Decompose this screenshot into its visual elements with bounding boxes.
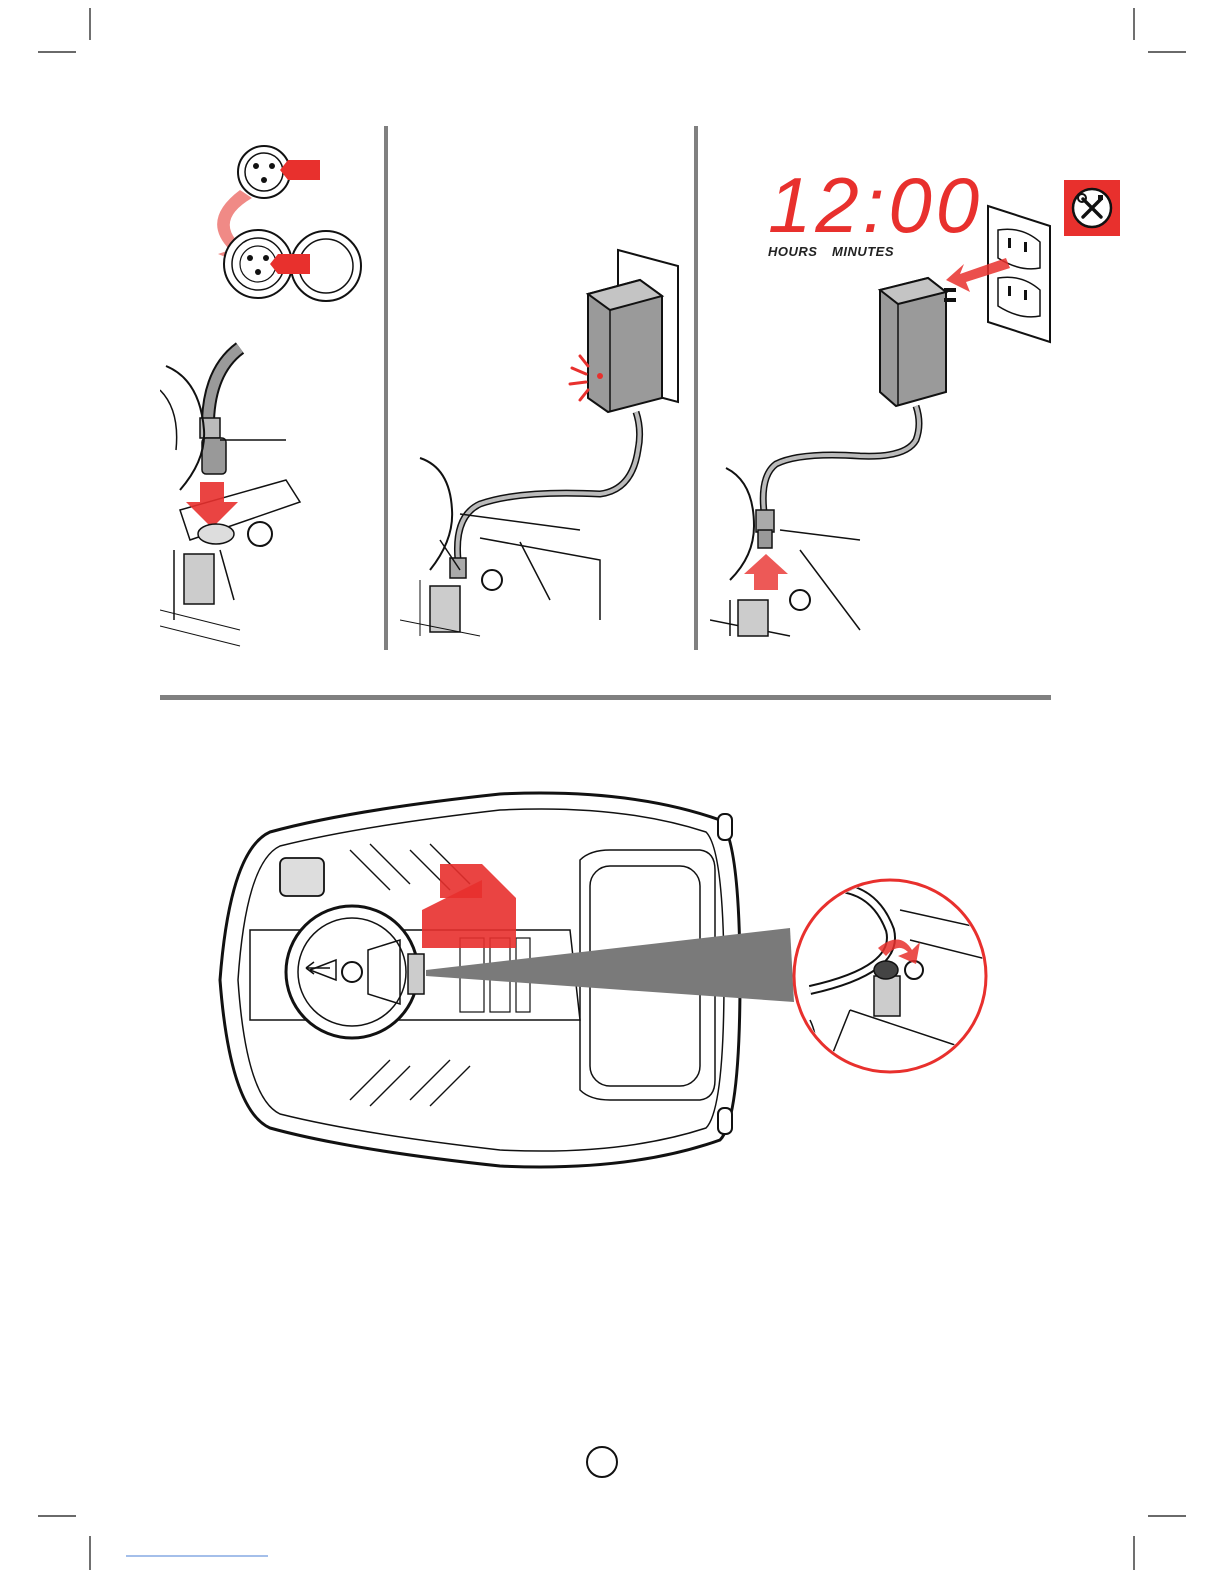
wall-outlet-icon bbox=[988, 206, 1050, 342]
panel-divider-2 bbox=[694, 126, 698, 650]
panel-divider-1 bbox=[384, 126, 388, 650]
vehicle-top-view-illustration bbox=[210, 780, 1000, 1180]
page-number-badge bbox=[586, 1446, 618, 1478]
charger-adapter-icon bbox=[588, 280, 662, 412]
clock-display: 12:00 bbox=[768, 161, 983, 249]
panel-2-charging-illustration bbox=[400, 240, 690, 650]
clock-minutes-label: MINUTES bbox=[832, 244, 894, 259]
panel-1-connector-illustration bbox=[160, 130, 380, 650]
section-divider bbox=[160, 695, 1051, 700]
panel-3-illustration: 12:00 HOURS MINUTES bbox=[710, 160, 1080, 650]
clock-hours-label: HOURS bbox=[768, 244, 817, 259]
